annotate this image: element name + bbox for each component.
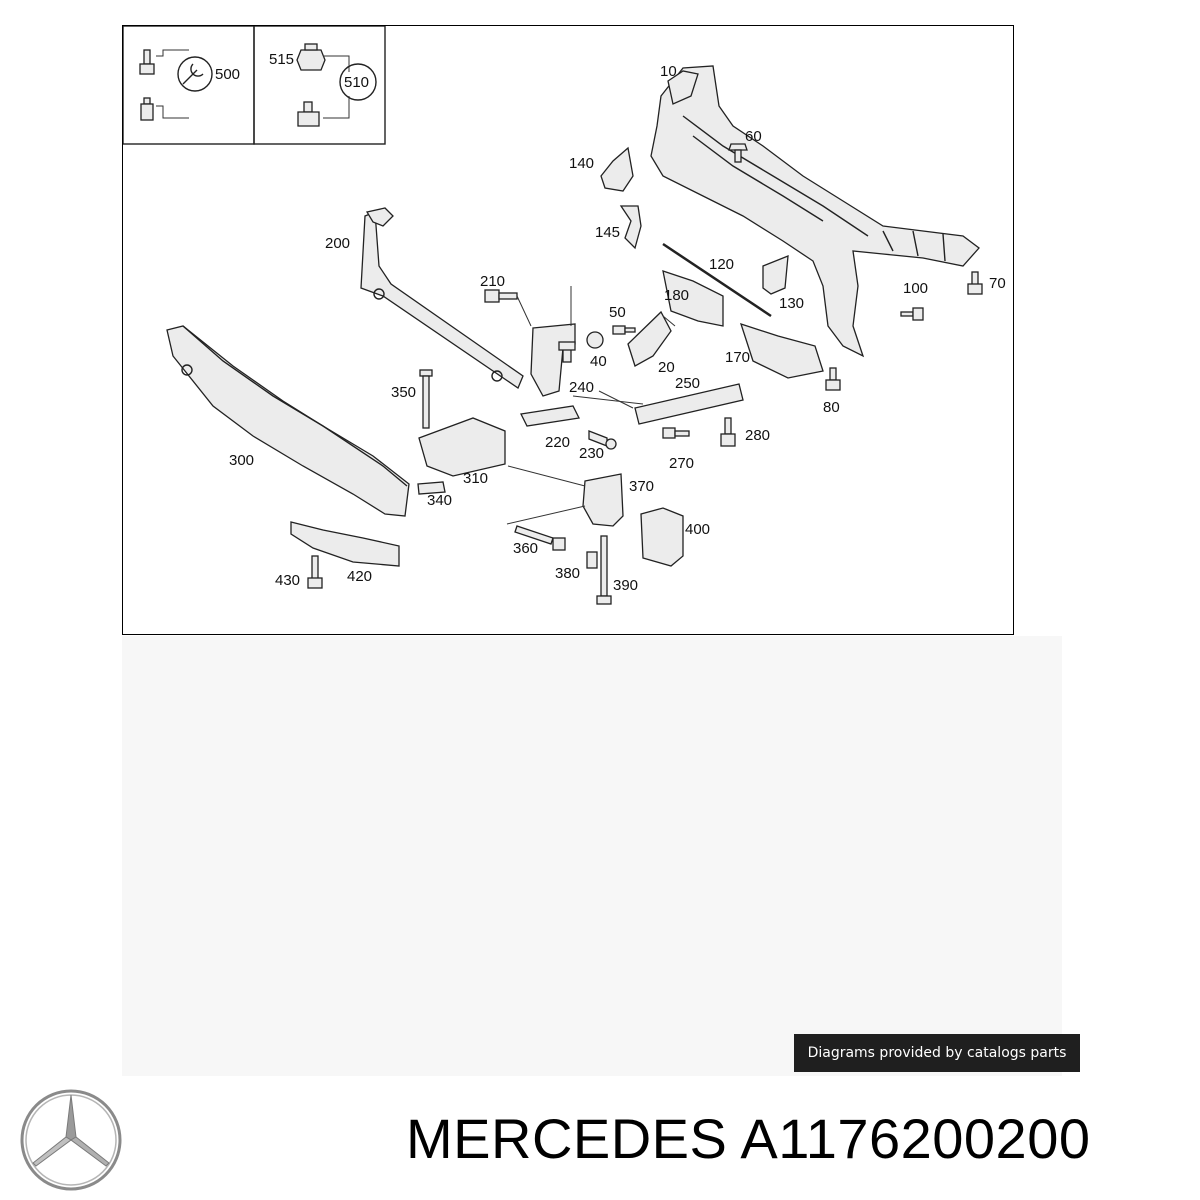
part-label-350: 350	[391, 384, 416, 401]
part-label-390: 390	[613, 577, 638, 594]
bracket-400	[640, 507, 684, 567]
bolt-430	[307, 555, 323, 589]
part-label-420: 420	[347, 568, 372, 585]
bolt-100	[900, 307, 924, 321]
clip-60	[728, 143, 748, 163]
plate-220	[520, 405, 580, 427]
blank-canvas-area	[122, 636, 1062, 1076]
bracket-310	[418, 417, 506, 477]
part-label-430: 430	[275, 572, 300, 589]
air-guide-170	[739, 322, 824, 379]
bolt-270	[662, 427, 690, 439]
bolt-50	[612, 325, 636, 335]
inset-label: 510	[344, 74, 369, 91]
part-label-20: 20	[658, 359, 675, 376]
part-label-360: 360	[513, 540, 538, 557]
inset-box-left	[123, 26, 255, 145]
bracket-20	[627, 310, 672, 367]
bumper-beam-300	[166, 325, 410, 517]
part-label-310: 310	[463, 470, 488, 487]
rod-120	[662, 242, 772, 318]
exploded-view: 500 515 510	[123, 26, 1006, 605]
inset-label: 515	[269, 51, 294, 68]
mercedes-star-logo-icon	[18, 1087, 124, 1193]
wrench-symbol-icon	[177, 56, 213, 92]
part-label-100: 100	[903, 280, 928, 297]
nut-icon	[296, 43, 350, 127]
inset-box-right	[253, 26, 386, 145]
part-label-140: 140	[569, 155, 594, 172]
part-label-180: 180	[664, 287, 689, 304]
part-label-400: 400	[685, 521, 710, 538]
part-label-210: 210	[480, 273, 505, 290]
part-label-80: 80	[823, 399, 840, 416]
bolt-icon	[139, 49, 189, 121]
part-label-200: 200	[325, 235, 350, 252]
part-label-340: 340	[427, 492, 452, 509]
part-label-220: 220	[545, 434, 570, 451]
part-label-230: 230	[579, 445, 604, 462]
part-label-60: 60	[745, 128, 762, 145]
bolt-360	[514, 525, 566, 551]
part-label-370: 370	[629, 478, 654, 495]
bracket-140	[600, 146, 634, 192]
part-label-145: 145	[595, 224, 620, 241]
bracket-370	[582, 473, 624, 527]
part-label-270: 270	[669, 455, 694, 472]
part-label-170: 170	[725, 349, 750, 366]
page-title: MERCEDES A1176200200	[406, 1107, 1091, 1170]
front-module-carrier	[650, 65, 980, 358]
part-label-280: 280	[745, 427, 770, 444]
credit-banner: Diagrams provided by catalogs parts	[794, 1034, 1080, 1072]
bolt-70	[967, 271, 983, 295]
part-label-120: 120	[709, 256, 734, 273]
part-label-130: 130	[779, 295, 804, 312]
part-label-50: 50	[609, 304, 626, 321]
bolt-280	[720, 417, 736, 447]
bolt-80	[825, 367, 841, 391]
inset-label: 500	[215, 66, 240, 83]
bracket-145	[619, 205, 642, 250]
part-label-70: 70	[989, 275, 1006, 292]
bolt-210	[484, 289, 518, 303]
part-label-240: 240	[569, 379, 594, 396]
crossmember-200	[360, 207, 524, 389]
leader-lines	[506, 286, 676, 525]
part-labels: 10 60 140 145 200 120 70 210 100 180 130…	[229, 63, 1006, 594]
bracket-130	[762, 255, 789, 295]
plate-340	[417, 481, 446, 495]
nut-40	[586, 331, 604, 349]
part-label-10: 10	[660, 63, 677, 80]
nut-380	[586, 551, 598, 569]
part-label-380: 380	[555, 565, 580, 582]
bolt-240b	[558, 341, 576, 363]
parts-diagram: 500 515 510	[122, 25, 1014, 635]
strip-250	[634, 383, 744, 425]
inset-ring: 510	[339, 63, 377, 101]
part-label-300: 300	[229, 452, 254, 469]
absorber-420	[290, 521, 400, 567]
bolt-390	[596, 535, 612, 605]
bracket-180	[662, 270, 724, 327]
bolt-230	[588, 430, 617, 450]
part-label-250: 250	[675, 375, 700, 392]
bolt-350	[419, 369, 433, 429]
part-label-40: 40	[590, 353, 607, 370]
